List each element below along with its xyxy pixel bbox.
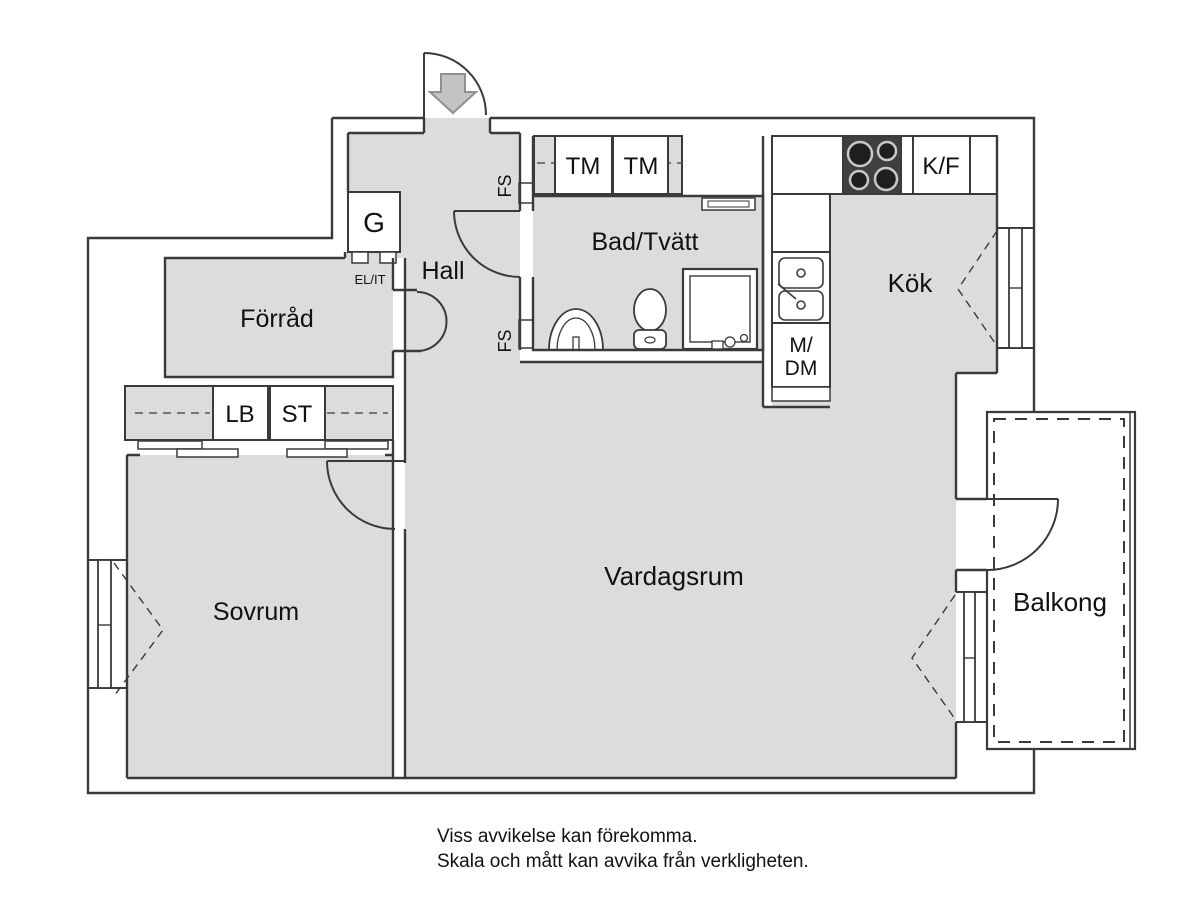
footer: Viss avvikelse kan förekomma. Skala och … bbox=[437, 826, 809, 872]
room-label-hall: Hall bbox=[421, 257, 464, 285]
g-closet-foot-left bbox=[351, 251, 369, 264]
stove-burners bbox=[846, 140, 899, 192]
linen-closet-box bbox=[212, 385, 269, 441]
g-closet bbox=[347, 191, 401, 253]
burner-icon bbox=[876, 140, 898, 162]
label-el-it: EL/IT bbox=[354, 272, 385, 287]
bedroom-walls bbox=[125, 440, 956, 780]
forrad-floor bbox=[165, 258, 393, 377]
outer-wall-main bbox=[86, 118, 1036, 795]
bedroom-door bbox=[326, 460, 405, 530]
bath-radiator-inner bbox=[707, 200, 750, 208]
burner-icon bbox=[873, 166, 899, 192]
balcony-outline bbox=[985, 410, 1137, 751]
counter-gap-box bbox=[900, 135, 914, 195]
kitchen-window-opening-dash bbox=[957, 230, 998, 347]
sliding-door-right-a bbox=[324, 440, 389, 450]
shower-drain bbox=[739, 333, 749, 343]
room-label-kok: Kök bbox=[888, 268, 934, 298]
hall-livingroom-floor bbox=[348, 133, 956, 778]
room-label-bad-tvatt: Bad/Tvätt bbox=[592, 228, 699, 256]
walls bbox=[86, 116, 1036, 795]
balcony-railing-dashed bbox=[993, 418, 1125, 743]
g-closet-foot-right bbox=[379, 251, 397, 264]
entrance-door bbox=[423, 52, 487, 118]
hall-top-inner bbox=[346, 118, 520, 192]
hall-east-wall bbox=[518, 133, 535, 350]
livingroom-window-frame bbox=[963, 591, 976, 723]
balcony-door-jambs bbox=[956, 497, 987, 572]
label-fs-lower: FS bbox=[495, 329, 515, 352]
washer-box-2 bbox=[612, 135, 669, 195]
counter-box-top-left bbox=[771, 135, 844, 195]
balcony-floor bbox=[987, 412, 1135, 749]
sink-drain-bottom bbox=[796, 300, 806, 310]
bedroom-floor bbox=[127, 455, 393, 778]
label-dishwasher: DM bbox=[785, 357, 818, 380]
counter-end-box bbox=[771, 386, 831, 402]
sliding-door-left-b bbox=[176, 448, 239, 458]
toilet-bowl-icon bbox=[633, 288, 667, 332]
fridge-freezer-box bbox=[912, 135, 971, 195]
windows bbox=[88, 227, 1034, 723]
washbasin-tap bbox=[572, 336, 580, 351]
cleaning-closet-box bbox=[269, 385, 326, 441]
label-micro: M/ bbox=[789, 334, 812, 357]
toilet-button bbox=[644, 336, 656, 344]
label-washer-2: TM bbox=[624, 153, 659, 180]
sliding-door-right-b bbox=[286, 448, 348, 458]
label-fridge-freezer: K/F bbox=[922, 153, 959, 180]
floor-fills bbox=[127, 118, 997, 778]
room-label-balkong: Balkong bbox=[1013, 587, 1107, 617]
counter-corner-box bbox=[969, 135, 998, 195]
sink-faucet bbox=[777, 283, 797, 300]
sink-drain-top bbox=[796, 268, 806, 278]
balcony-door bbox=[986, 498, 1059, 571]
room-label-sovrum: Sovrum bbox=[213, 598, 299, 626]
forrad-door bbox=[416, 291, 448, 352]
outer-wall-top-right bbox=[490, 116, 1036, 412]
room-label-vardagsrum: Vardagsrum bbox=[604, 561, 744, 591]
room-label-forrad: Förråd bbox=[240, 305, 314, 333]
shower-mixer bbox=[711, 340, 724, 350]
shower-valve bbox=[724, 336, 736, 348]
label-washer-1: TM bbox=[566, 153, 601, 180]
label-linen-closet: LB bbox=[225, 401, 254, 428]
counter-box-left-col bbox=[771, 193, 831, 253]
washbasin-icon bbox=[548, 308, 604, 351]
entrance-arrow-icon bbox=[427, 73, 479, 115]
livingroom-window-opening-dash bbox=[911, 594, 956, 720]
footer-disclaimer-line1: Viss avvikelse kan förekomma. bbox=[437, 826, 697, 847]
kitchen-walls bbox=[761, 136, 999, 778]
bathroom-fixtures bbox=[548, 267, 759, 351]
sliding-door-left-a bbox=[137, 440, 203, 450]
micro-dishwasher-box bbox=[771, 322, 831, 388]
entrance-threshold-floor bbox=[424, 118, 490, 134]
doors bbox=[326, 52, 1059, 571]
burner-icon bbox=[846, 140, 874, 168]
bathroom-door bbox=[453, 210, 521, 278]
washbasin-inner bbox=[556, 317, 596, 351]
footer-disclaimer-line2: Skala och mått kan avvika från verklighe… bbox=[437, 851, 809, 872]
forrad-walls bbox=[163, 252, 395, 379]
kitchen-sink bbox=[777, 257, 824, 321]
label-cleaning-closet: ST bbox=[282, 401, 313, 428]
label-g-closet: G bbox=[363, 207, 385, 238]
label-fs-upper: FS bbox=[495, 174, 515, 197]
balcony bbox=[985, 410, 1137, 751]
burner-icon bbox=[848, 169, 870, 191]
shower-inner bbox=[689, 275, 751, 343]
labels: Hall Bad/Tvätt Kök Förråd Sovrum Vardags… bbox=[213, 153, 1107, 626]
bedroom-window-frame bbox=[97, 559, 112, 689]
